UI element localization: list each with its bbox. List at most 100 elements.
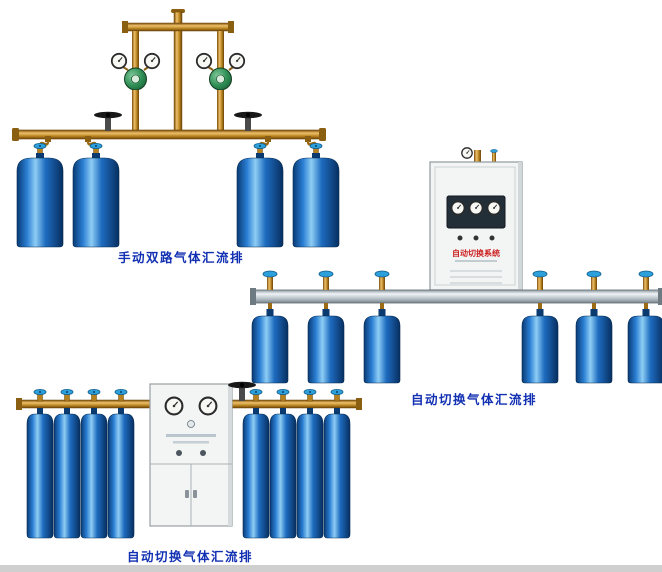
pressure-regulator-left	[124, 67, 147, 91]
gas-cylinder	[575, 315, 613, 384]
gas-cylinder	[269, 413, 297, 539]
page-bottom-strip	[0, 565, 662, 572]
drop-nipple	[380, 303, 384, 310]
gas-cylinder	[16, 157, 64, 248]
panel-knob	[200, 450, 206, 456]
cylinder-neck	[36, 153, 44, 159]
rail-tee	[379, 276, 385, 290]
manifold-rail	[251, 289, 662, 304]
cylinder-neck	[334, 408, 340, 415]
pressure-gauge	[195, 52, 213, 70]
cylinder-station	[292, 142, 340, 248]
valve-handwheel-blue	[303, 388, 317, 402]
cylinder-neck	[118, 408, 124, 415]
gas-cylinder	[323, 413, 351, 539]
gas-cylinder	[363, 315, 401, 384]
drop-nipple	[268, 303, 272, 310]
cylinder-neck	[378, 309, 386, 316]
drop-nipple	[592, 303, 596, 310]
cylinder-station	[296, 388, 324, 539]
pressure-gauge	[450, 200, 466, 216]
cabinet-riser-pipe	[474, 150, 481, 164]
cabinet-door-frame	[434, 166, 516, 286]
valve-handwheel-blue	[87, 388, 101, 402]
center-riser-pipe	[173, 30, 183, 132]
cylinder-station	[107, 388, 135, 539]
cabinet-side-shade	[518, 162, 522, 290]
cylinder-station	[627, 270, 662, 384]
gas-cylinder	[80, 413, 108, 539]
left-drop-pipe	[132, 31, 139, 69]
cylinder-station	[236, 142, 284, 248]
gas-cylinder	[307, 315, 345, 384]
valve-handwheel-blue	[33, 388, 47, 402]
pipe-tee	[45, 136, 51, 142]
rail-tee	[591, 276, 597, 290]
rail-tee	[643, 276, 649, 290]
manifold-header-pipe	[15, 129, 323, 140]
cylinder-neck	[37, 408, 43, 415]
pipe-end-cap-right	[319, 128, 326, 141]
manifold-manual-dual	[12, 9, 340, 248]
pipe-tee	[85, 136, 91, 142]
cylinder-station	[521, 270, 559, 384]
mini-valve-handle	[490, 149, 498, 153]
gas-cylinder	[107, 413, 135, 539]
cylinder-station	[242, 388, 270, 539]
gas-cylinder	[53, 413, 81, 539]
cylinder-neck	[590, 309, 598, 316]
cylinder-neck	[312, 153, 320, 159]
gas-cylinder	[26, 413, 54, 539]
pipe-tee	[265, 136, 271, 142]
pressure-gauge	[110, 52, 128, 70]
cylinder-neck	[92, 153, 100, 159]
small-dial	[187, 420, 195, 428]
drop-nipple	[324, 303, 328, 310]
panel-knob	[176, 450, 182, 456]
gas-cylinder	[236, 157, 284, 248]
drop-nipple	[644, 303, 648, 310]
cylinder-neck	[256, 153, 264, 159]
cylinder-neck	[91, 408, 97, 415]
pipe-end-cap-left	[12, 128, 19, 141]
valve-handwheel-blue	[586, 270, 602, 278]
gas-cylinder	[292, 157, 340, 248]
caption-auto-switch-wall: 自动切换气体汇流排	[410, 393, 537, 407]
pressure-gauge	[198, 396, 218, 416]
cylinder-neck	[266, 309, 274, 316]
cylinder-station	[575, 270, 613, 384]
cylinder-station	[16, 142, 64, 248]
pressure-regulator-right	[209, 67, 232, 91]
cabinet-riser-pipe-thin	[492, 152, 496, 164]
gas-cylinder	[627, 315, 662, 384]
gas-cylinder	[242, 413, 270, 539]
cylinder-neck	[253, 408, 259, 415]
door-handle	[193, 490, 197, 498]
control-cabinet: 自动切换系统	[429, 161, 523, 291]
header-end-cap-left	[122, 21, 128, 33]
rail-end-cap-left	[250, 288, 256, 305]
pressure-gauge	[468, 200, 484, 216]
cylinder-neck	[322, 309, 330, 316]
manifold-auto-floor	[16, 381, 362, 539]
cabinet-label: 自动切换系统	[452, 248, 500, 258]
rail-tee	[267, 276, 273, 290]
pipe-end-cap-right	[356, 398, 362, 410]
rail-tee	[323, 276, 329, 290]
header-cross-pipe	[125, 22, 231, 32]
cylinder-neck	[307, 408, 313, 415]
cylinder-neck	[536, 309, 544, 316]
pressure-gauge	[164, 396, 184, 416]
gas-cylinder	[251, 315, 289, 384]
panel-knob	[473, 235, 479, 241]
left-riser-pipe	[132, 90, 139, 131]
gas-cylinder	[72, 157, 120, 248]
rail-end-cap-right	[658, 288, 662, 305]
valve-handwheel-blue	[249, 388, 263, 402]
pressure-gauge	[486, 200, 502, 216]
valve-handwheel-blue	[318, 270, 334, 278]
valve-handwheel-blue	[374, 270, 390, 278]
gauge-cabinet	[149, 383, 233, 527]
cylinder-station	[323, 388, 351, 539]
